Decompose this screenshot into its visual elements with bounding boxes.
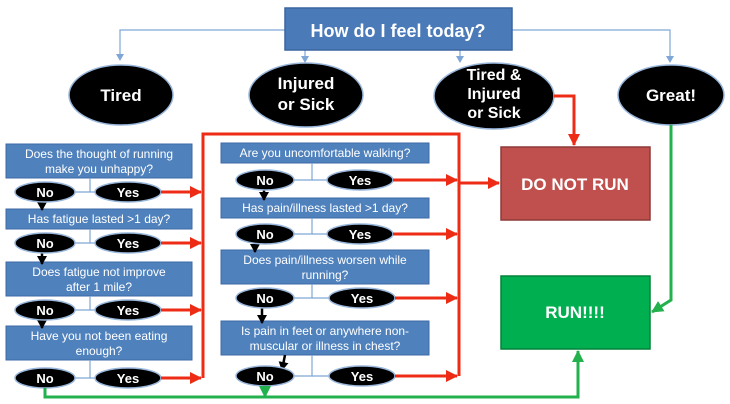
injured-q4-box [220, 320, 430, 356]
injured-no-2 [235, 223, 295, 245]
injured-no-2-label: No [256, 227, 273, 242]
tired-q3-box [5, 261, 193, 297]
tired-q1-line-1: Does the thought of running [25, 147, 173, 161]
injured-q2-box [220, 197, 430, 219]
category-injured-or-sick: Injured or Sick [248, 62, 364, 128]
injured-q3-line-2: running? [302, 268, 349, 282]
tired-yes-2-label: Yes [117, 236, 139, 251]
injured-no-3 [235, 287, 295, 309]
injured-no-1 [235, 169, 295, 191]
tired-no-1 [14, 181, 76, 203]
tired-no-3 [14, 299, 76, 321]
category-both-line-1: Tired & [467, 67, 522, 84]
tired-q4-line-2: enough? [76, 344, 123, 358]
injured-q4-line-2: muscular or illness in chest? [250, 339, 401, 353]
outcome-do-not-run-label: DO NOT RUN [521, 175, 629, 194]
tired-no-4-label: No [36, 371, 53, 386]
outcome-do-not-run: DO NOT RUN [500, 146, 651, 221]
category-tired: Tired [68, 64, 174, 126]
category-both-line-2: Injured [467, 86, 520, 103]
outcome-run-label: RUN!!!! [545, 303, 604, 322]
category-tired-and-injured: Tired & Injured or Sick [433, 62, 555, 130]
tired-yes-3-label: Yes [117, 303, 139, 318]
category-both-line-3: or Sick [467, 105, 520, 122]
tired-q2-box [5, 208, 193, 230]
injured-yes-4-label: Yes [351, 369, 373, 384]
tired-no-2 [14, 232, 76, 254]
injured-no-1-label: No [256, 173, 273, 188]
injured-q1-box [220, 142, 430, 164]
injured-no-3-label: No [256, 291, 273, 306]
tired-q1-box [5, 143, 193, 179]
injured-yes-3-label: Yes [351, 291, 373, 306]
title-box: How do I feel today? [284, 7, 513, 51]
category-great: Great! [617, 64, 725, 126]
injured-q1-line-1: Are you uncomfortable walking? [240, 146, 411, 160]
tired-no-3-label: No [36, 303, 53, 318]
category-great-label: Great! [646, 86, 696, 105]
outcome-run: RUN!!!! [500, 275, 651, 350]
injured-questions: Are you uncomfortable walking? Has pain/… [220, 142, 430, 356]
tired-q1-line-2: make you unhappy? [45, 162, 153, 176]
injured-yes-2-label: Yes [349, 227, 371, 242]
yes-arrows [161, 94, 580, 384]
tired-q4-box [5, 325, 193, 361]
injured-q3-line-1: Does pain/illness worsen while [243, 253, 407, 267]
tired-questions: Does the thought of running make you unh… [5, 143, 193, 361]
injured-q4-line-1: Is pain in feet or anywhere non- [241, 324, 409, 338]
category-injured-line-2: or Sick [278, 95, 335, 114]
injured-answers: No Yes No Yes No Yes No Yes [235, 169, 396, 387]
tired-answers: No Yes No Yes No Yes No Yes [14, 181, 162, 389]
tired-no-1-label: No [36, 185, 53, 200]
no-arrows [43, 125, 673, 399]
tired-no-2-label: No [36, 236, 53, 251]
tired-q2-line-1: Has fatigue lasted >1 day? [28, 212, 171, 226]
category-injured-line-1: Injured [278, 74, 335, 93]
tired-yes-1-label: Yes [117, 185, 139, 200]
tired-yes-4-label: Yes [117, 371, 139, 386]
category-tired-label: Tired [100, 86, 141, 105]
title-text: How do I feel today? [310, 21, 485, 41]
tired-q3-line-1: Does fatigue not improve [32, 265, 166, 279]
injured-q2-line-1: Has pain/illness lasted >1 day? [242, 201, 408, 215]
tired-q3-line-2: after 1 mile? [66, 280, 132, 294]
injured-q3-box [220, 249, 430, 285]
injured-no-4-label: No [256, 369, 273, 384]
tired-q4-line-1: Have you not been eating [31, 329, 168, 343]
injured-yes-1-label: Yes [349, 173, 371, 188]
title-connectors [116, 29, 674, 63]
